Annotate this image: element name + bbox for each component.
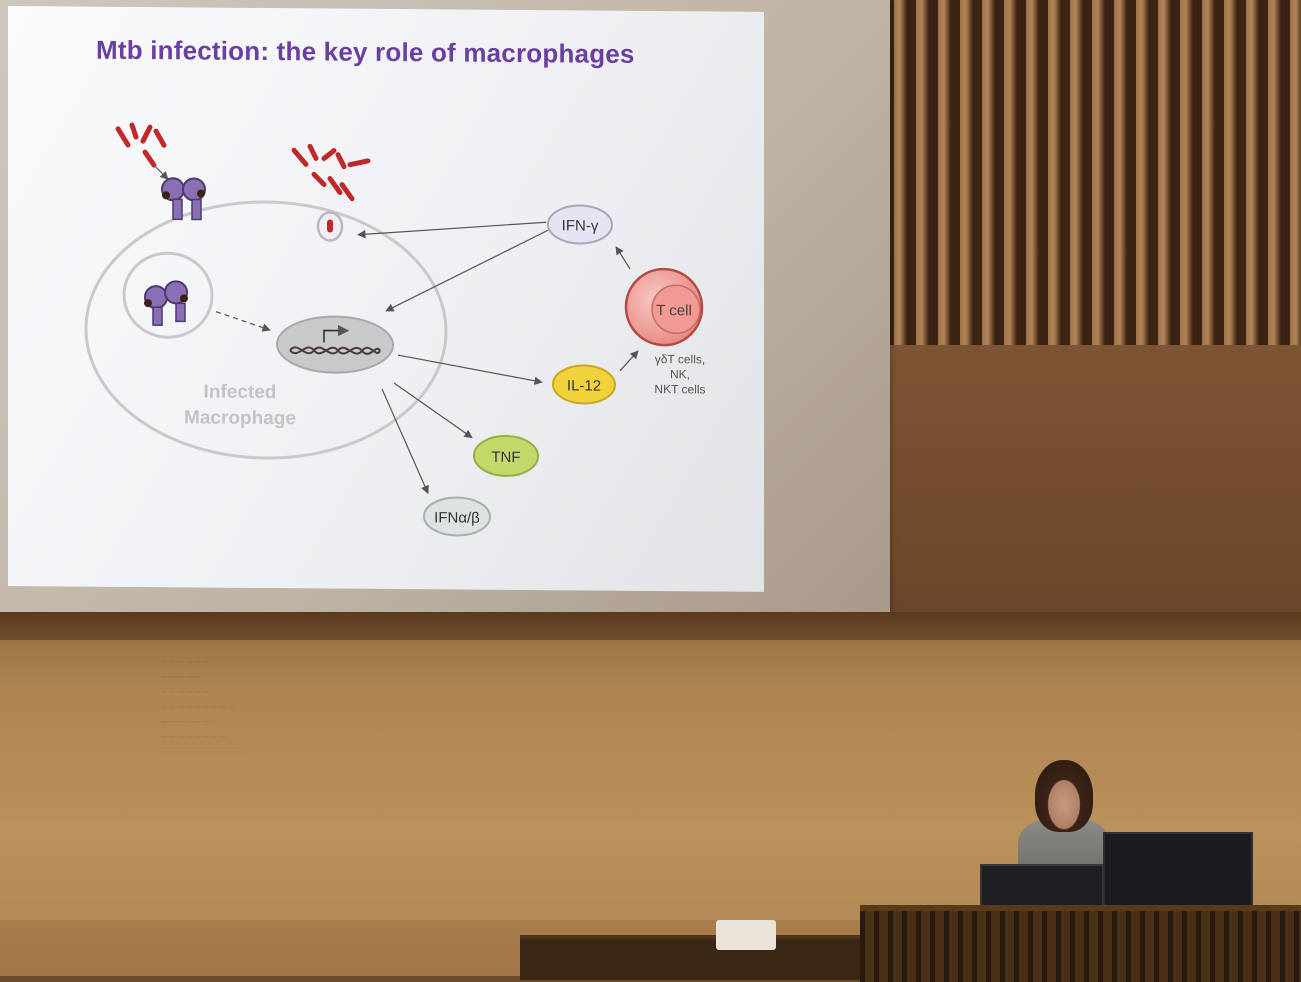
presenter-head bbox=[1035, 760, 1093, 832]
macrophage-cell bbox=[84, 200, 448, 460]
ifn-ab-bubble bbox=[423, 496, 491, 537]
transcription-arrow-icon bbox=[323, 324, 350, 343]
infected-label-2: Macrophage bbox=[184, 407, 296, 429]
projection-screen: Mtb infection: the key role of macrophag… bbox=[0, 0, 890, 612]
bacteria-cluster-right bbox=[291, 143, 371, 202]
tissue-box bbox=[716, 920, 776, 950]
t-cell-note-3: NKT cells bbox=[654, 382, 705, 396]
wood-panel bbox=[885, 345, 1301, 620]
desk bbox=[520, 935, 880, 980]
il12-label: IL-12 bbox=[567, 377, 601, 394]
bacterium-icon bbox=[327, 219, 333, 233]
phagosome bbox=[122, 251, 214, 339]
nucleus bbox=[276, 315, 394, 374]
infected-label-1: Infected bbox=[204, 382, 277, 404]
ifn-gamma-bubble bbox=[547, 204, 613, 245]
ifn-ab-label: IFNα/β bbox=[434, 509, 480, 526]
faint-board-writing: ~~~~~~ ~~~~~ ~~~~~~ ~~~~~~~~~ ~~~~~~ ~~~… bbox=[160, 657, 244, 758]
monitor bbox=[1103, 832, 1253, 908]
receptor-icon bbox=[161, 177, 206, 221]
wooden-slat-panel bbox=[885, 0, 1301, 345]
t-cell-note-2: NK, bbox=[670, 367, 690, 381]
receptor-icon bbox=[144, 280, 188, 326]
tnf-bubble bbox=[473, 434, 539, 477]
t-cell-label: T cell bbox=[656, 302, 692, 319]
il12-bubble bbox=[552, 364, 616, 405]
macrophage-diagram: IFN-γ T cell γδT cells, NK, NKT cells IL… bbox=[84, 122, 706, 537]
slide: Mtb infection: the key role of macrophag… bbox=[8, 6, 764, 592]
t-cell-note-1: γδT cells, bbox=[655, 352, 705, 366]
tnf-label: TNF bbox=[491, 449, 520, 466]
podium bbox=[860, 905, 1301, 982]
bacteria-cluster-left bbox=[115, 122, 167, 168]
ifn-gamma-label: IFN-γ bbox=[562, 217, 599, 234]
